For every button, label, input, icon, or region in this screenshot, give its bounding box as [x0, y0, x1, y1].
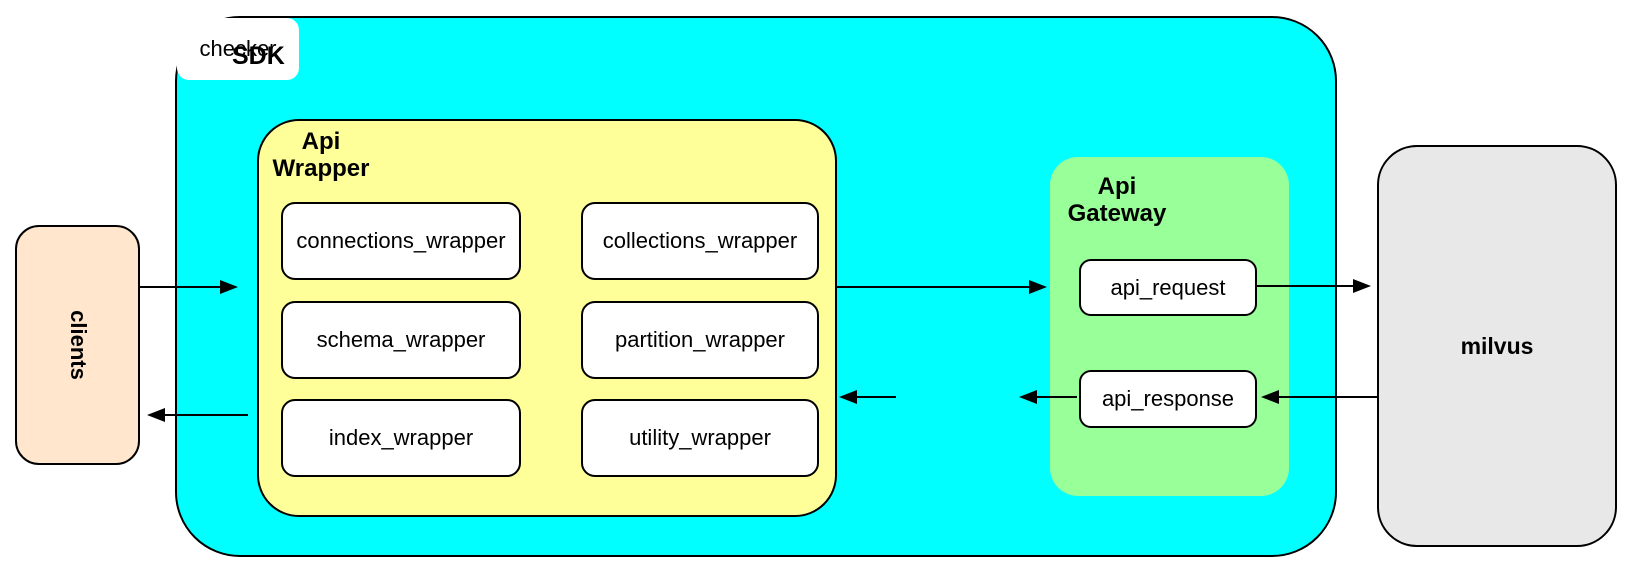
module-api-request: api_request [1079, 259, 1257, 316]
module-index-wrapper: index_wrapper [281, 399, 521, 477]
checker-node: checker [177, 18, 299, 80]
sdk-label: SDK [232, 42, 285, 70]
milvus-node: milvus [1377, 145, 1617, 547]
module-api-response: api_response [1079, 370, 1257, 428]
api-wrapper-container: Api Wrapper connections_wrapper collecti… [257, 119, 837, 517]
module-collections-wrapper: collections_wrapper [581, 202, 819, 280]
module-schema-wrapper: schema_wrapper [281, 301, 521, 379]
clients-node: clients [15, 225, 140, 465]
api-wrapper-title: Api Wrapper [272, 128, 370, 182]
api-gateway-container: Api Gateway api_request api_response [1050, 157, 1289, 496]
api-gateway-title: Api Gateway [1067, 173, 1167, 227]
sdk-container: SDK Api Wrapper connections_wrapper coll… [175, 16, 1337, 557]
module-utility-wrapper: utility_wrapper [581, 399, 819, 477]
module-partition-wrapper: partition_wrapper [581, 301, 819, 379]
module-connections-wrapper: connections_wrapper [281, 202, 521, 280]
clients-label: clients [65, 310, 91, 380]
